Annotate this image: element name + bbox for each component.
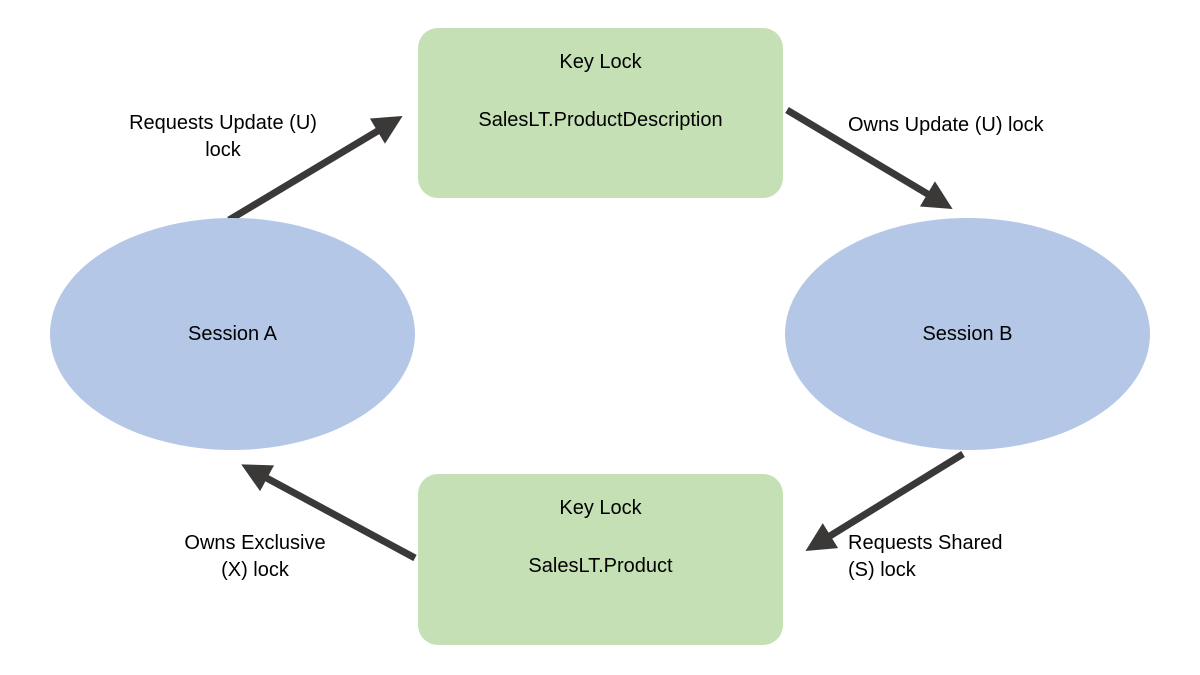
edge-label-line-1: Requests Update (U): [129, 112, 317, 134]
resource-node-key-lock-product-description[interactable]: Key Lock SalesLT.ProductDescription: [418, 28, 783, 198]
edge-owns-update-line: [785, 106, 953, 209]
edge-label-line-1: Requests Shared: [848, 532, 1003, 554]
resource-object-name: SalesLT.Product: [528, 555, 673, 577]
edge-label-requests-shared: Requests Shared (S) lock: [848, 530, 1098, 584]
edge-owns-exclusive: [241, 464, 417, 562]
edge-label-line-2: lock: [205, 139, 241, 161]
resource-title: Key Lock: [559, 497, 642, 519]
edge-label-line-2: (S) lock: [848, 559, 916, 581]
edge-requests-update-line: [227, 116, 403, 224]
edge-owns-exclusive-line: [241, 464, 417, 562]
edge-label-requests-update: Requests Update (U) lock: [78, 110, 368, 164]
session-node-a[interactable]: Session A: [50, 218, 415, 450]
session-node-b[interactable]: Session B: [785, 218, 1150, 450]
resource-node-key-lock-product[interactable]: Key Lock SalesLT.Product: [418, 474, 783, 645]
edge-label-line-1: Owns Update (U) lock: [848, 114, 1044, 136]
edge-label-owns-update: Owns Update (U) lock: [848, 112, 1148, 139]
session-label: Session B: [922, 323, 1013, 345]
edge-label-owns-exclusive: Owns Exclusive (X) lock: [120, 530, 390, 584]
session-label: Session A: [188, 323, 277, 345]
edge-label-line-1: Owns Exclusive: [184, 532, 326, 554]
edge-requests-update: [227, 116, 403, 224]
resource-title: Key Lock: [559, 51, 642, 73]
edge-requests-shared-line: [805, 451, 965, 552]
edge-label-line-2: (X) lock: [221, 559, 289, 581]
resource-object-name: SalesLT.ProductDescription: [478, 109, 723, 131]
edge-owns-update: [785, 106, 953, 209]
edge-requests-shared: [805, 451, 965, 552]
